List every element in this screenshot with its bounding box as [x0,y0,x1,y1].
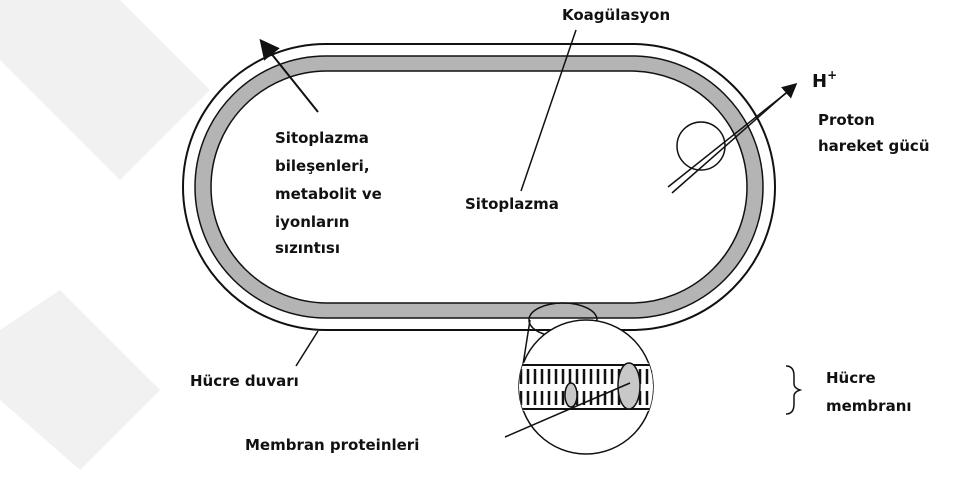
cell-membrane-line-1: Hücre [826,369,876,387]
membrane-proteins-label: Membran proteinleri [245,436,419,454]
membrane-zoom-content [515,363,707,411]
watermark-shape-lower [0,290,160,470]
membrane-protein-small [565,383,577,407]
cell-membrane-line-2: membranı [826,397,912,415]
membrane-protein-upper [695,366,707,388]
proton-channel [677,122,725,170]
cytoplasm-label: Sitoplazma [465,195,559,213]
proton-symbol-letter: H [812,71,827,92]
cell-wall-pointer [296,331,318,366]
cell-wall-label: Hücre duvarı [190,372,299,390]
watermark-shape [0,0,210,180]
leakage-line-2: bileşenleri, [275,157,370,175]
leakage-line-4: iyonların [275,213,349,231]
leakage-line-1: Sitoplazma [275,129,369,147]
proton-force-line-2: hareket gücü [818,137,930,155]
proton-symbol: H+ [812,68,837,92]
proton-charge: + [827,68,837,82]
leakage-line-5: sızıntısı [275,239,340,257]
coagulation-label: Koagülasyon [562,6,670,24]
membrane-brace [786,366,800,414]
proton-force-line-1: Proton [818,111,875,129]
leakage-line-3: metabolit ve [275,185,382,203]
